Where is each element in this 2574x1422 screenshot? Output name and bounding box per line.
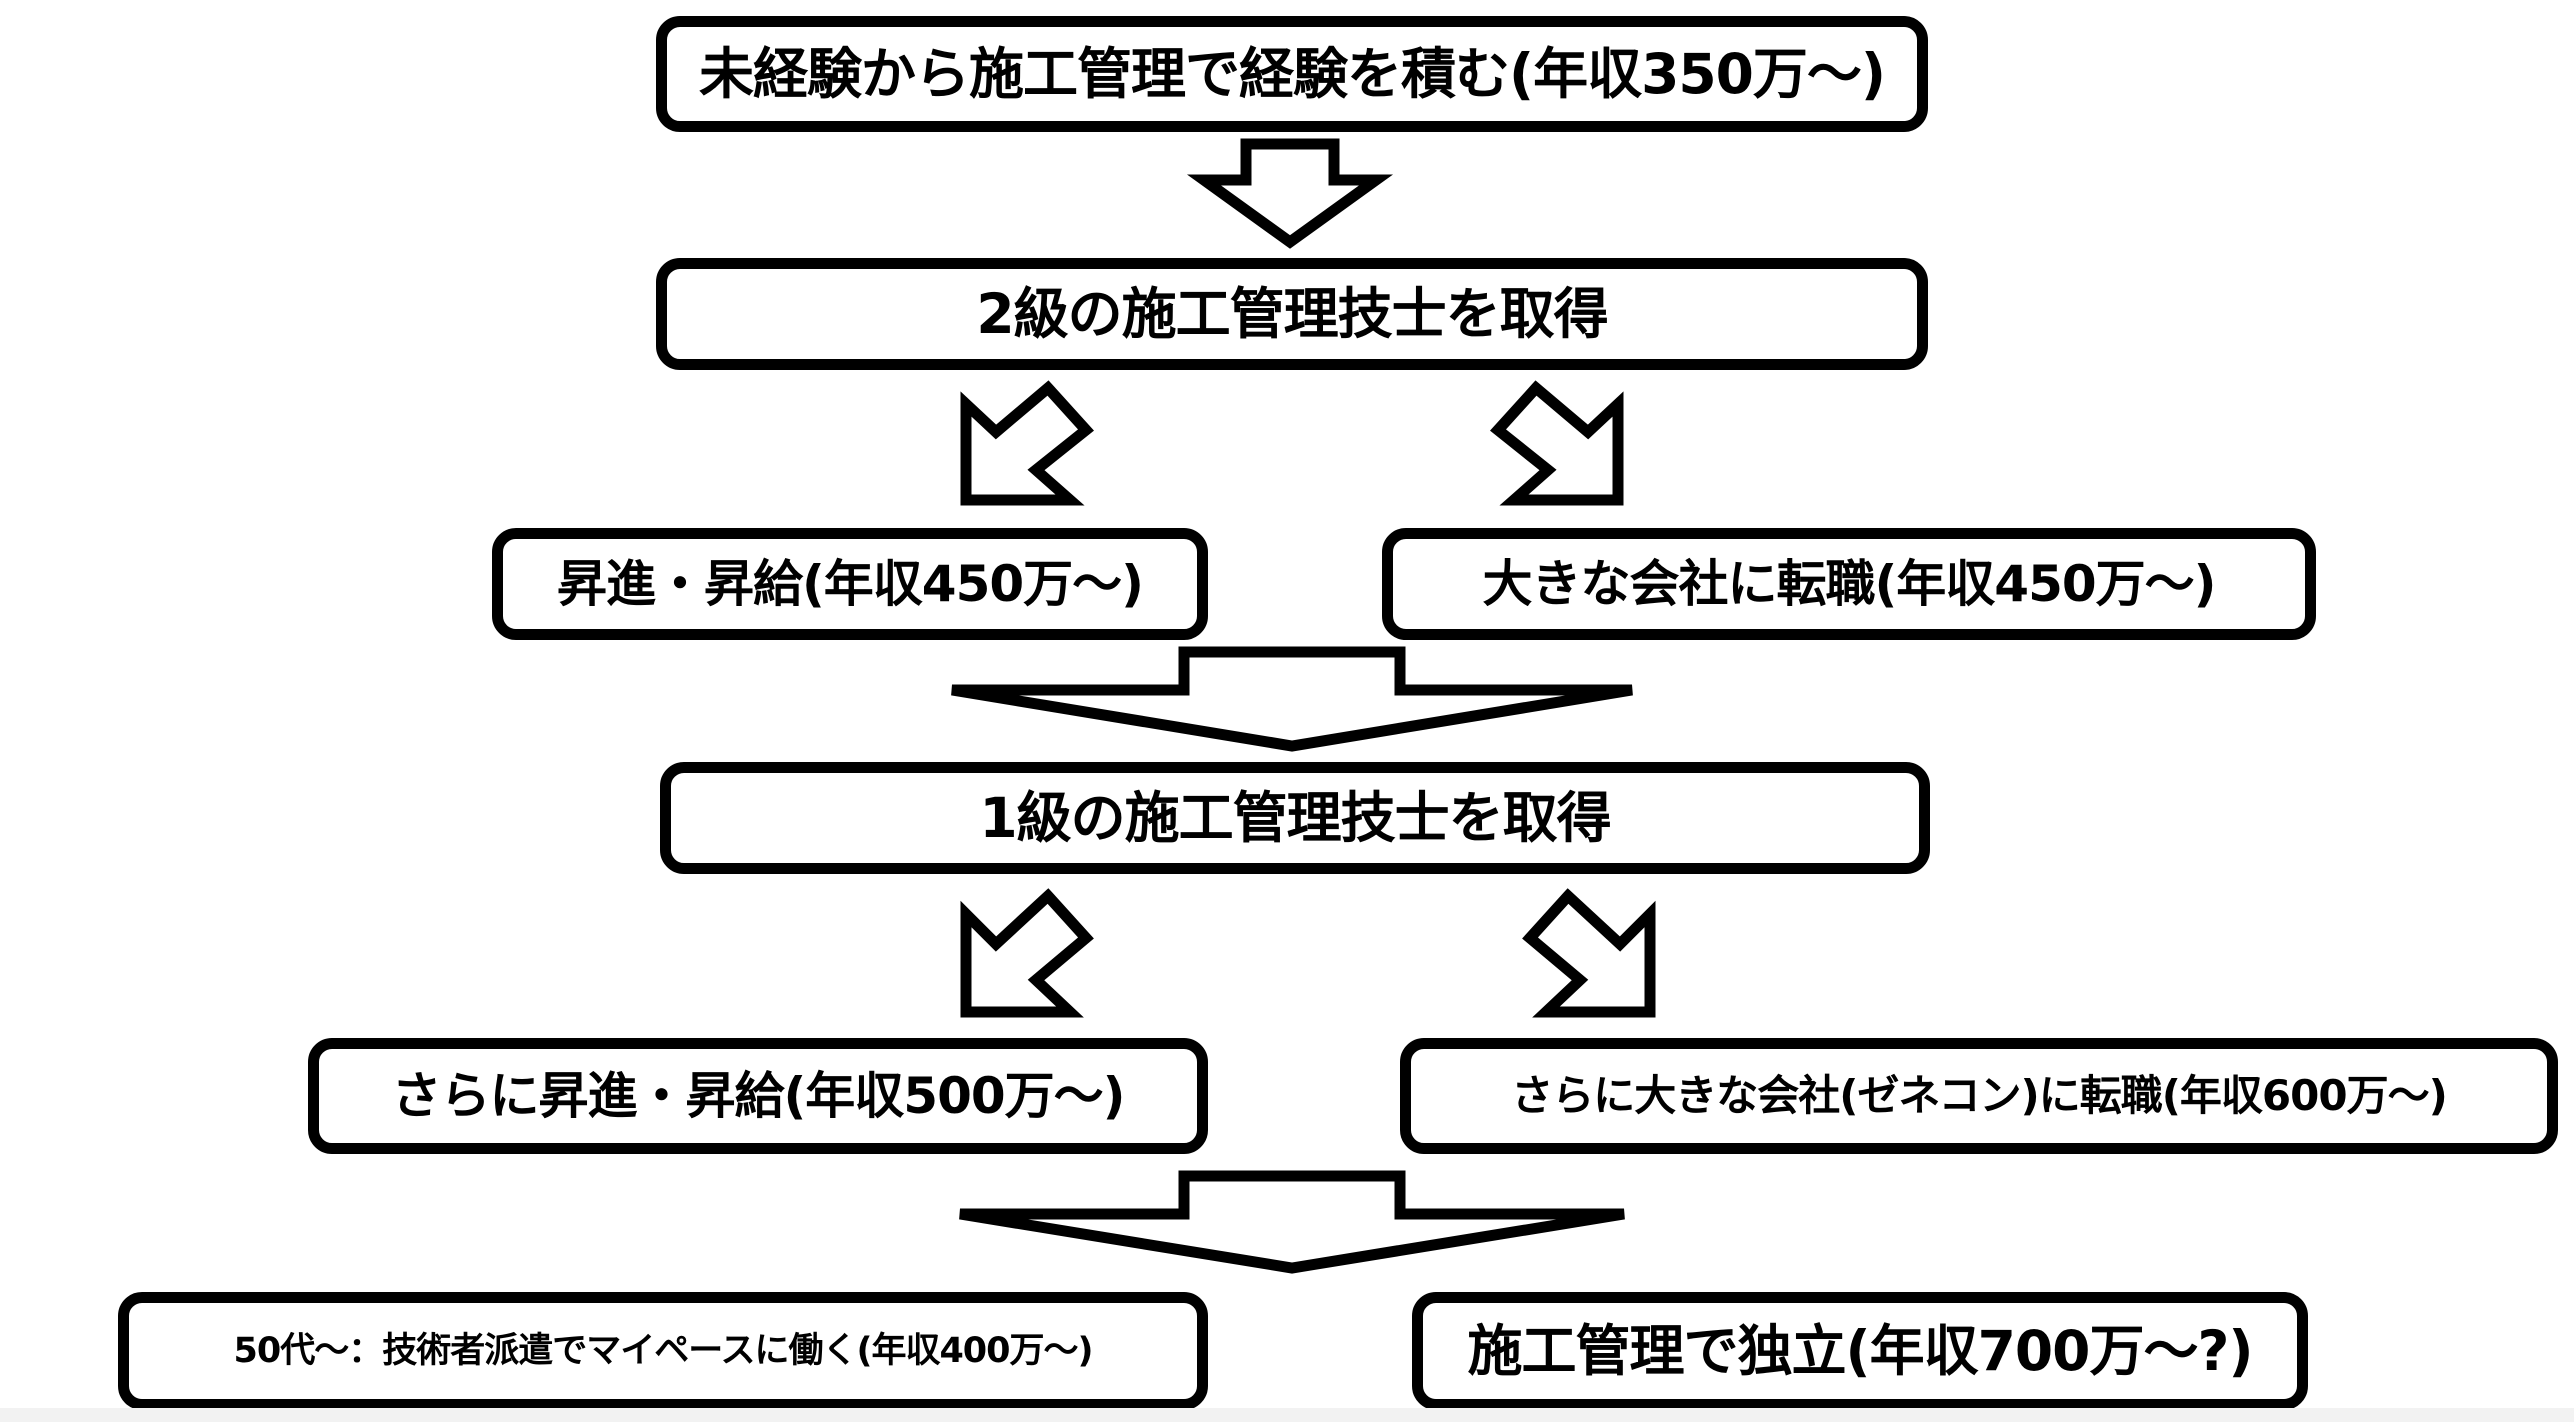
step-promotion-label: 昇進・昇給(年収450万〜) bbox=[556, 555, 1144, 613]
step-independence-label: 施工管理で独立(年収700万〜?) bbox=[1467, 1318, 2254, 1383]
step-independence: 施工管理で独立(年収700万〜?) bbox=[1412, 1292, 2308, 1410]
wide-down-arrow-merge-1 bbox=[951, 646, 1633, 752]
step-start-experience: 未経験から施工管理で経験を積む(年収350万〜) bbox=[656, 16, 1928, 132]
step-engineer-dispatch: 50代〜：技術者派遣でマイペースに働く(年収400万〜) bbox=[118, 1292, 1208, 1410]
step-level1-license-label: 1級の施工管理技士を取得 bbox=[979, 785, 1611, 850]
down-right-arrow-right-1 bbox=[1490, 380, 1624, 506]
step-general-contractor: さらに大きな会社(ゼネコン)に転職(年収600万〜) bbox=[1400, 1038, 2558, 1154]
step-promotion: 昇進・昇給(年収450万〜) bbox=[492, 528, 1208, 640]
step-level1-license: 1級の施工管理技士を取得 bbox=[660, 762, 1930, 874]
step-general-contractor-label: さらに大きな会社(ゼネコン)に転職(年収600万〜) bbox=[1511, 1071, 2448, 1120]
step-engineer-dispatch-label: 50代〜：技術者派遣でマイペースに働く(年収400万〜) bbox=[233, 1330, 1093, 1371]
bottom-edge-strip bbox=[0, 1408, 2574, 1422]
down-left-arrow-left-1 bbox=[960, 380, 1094, 506]
step-start-experience-label: 未経験から施工管理で経験を積む(年収350万〜) bbox=[698, 41, 1886, 106]
wide-down-arrow-merge-2 bbox=[959, 1170, 1625, 1274]
step-further-promotion-label: さらに昇進・昇給(年収500万〜) bbox=[391, 1067, 1125, 1125]
step-level2-license: 2級の施工管理技士を取得 bbox=[656, 258, 1928, 370]
down-right-arrow-right-2 bbox=[1522, 888, 1656, 1018]
step-job-change-label: 大きな会社に転職(年収450万〜) bbox=[1482, 555, 2216, 613]
down-arrow-step1-to-step2 bbox=[1186, 138, 1394, 249]
step-level2-license-label: 2級の施工管理技士を取得 bbox=[976, 281, 1608, 346]
step-further-promotion: さらに昇進・昇給(年収500万〜) bbox=[308, 1038, 1208, 1154]
down-left-arrow-left-2 bbox=[960, 888, 1094, 1018]
step-job-change: 大きな会社に転職(年収450万〜) bbox=[1382, 528, 2316, 640]
